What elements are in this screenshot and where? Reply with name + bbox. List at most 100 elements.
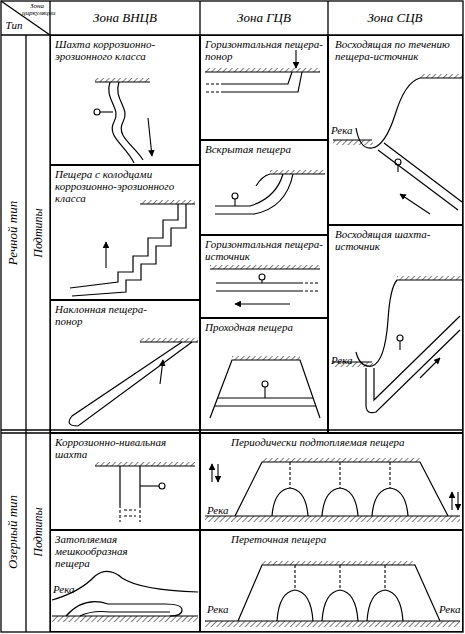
cave-type-cell: Восходящая по течению пещера-источникРек… — [328, 35, 463, 225]
flow-arrow — [235, 303, 290, 304]
cave-passage — [372, 488, 408, 516]
ground-hatching — [95, 462, 195, 466]
cave-passage — [272, 488, 308, 516]
cave-caption: Периодически подтопляемая пещера — [231, 436, 461, 448]
flow-arrow — [105, 242, 106, 268]
flow-arrow — [160, 360, 163, 384]
ground-hatching — [205, 68, 320, 72]
cave-passage — [215, 174, 293, 214]
cave-passage — [215, 398, 316, 406]
cave-passage — [109, 82, 134, 163]
observer-marker — [397, 165, 398, 172]
column-header: Зона СЦВ — [367, 11, 422, 25]
observer-marker — [264, 387, 265, 398]
river-label: Река — [439, 603, 465, 615]
ground-surface — [205, 71, 320, 72]
corner-header: Тип — [6, 20, 23, 32]
table-grid — [1, 429, 463, 430]
observer-marker — [399, 341, 400, 350]
corner-header: Зона циркуляции — [22, 3, 52, 18]
ground-surface — [356, 78, 462, 148]
dashed-continuation — [206, 84, 222, 92]
ground-hatching — [210, 265, 320, 269]
ground-hatching — [95, 68, 462, 565]
river-label: Река — [207, 603, 247, 615]
cave-type-cell: Вскрытая пещера — [200, 140, 328, 235]
water-hatching — [205, 516, 460, 522]
water-line — [205, 515, 460, 516]
cave-passage — [118, 82, 143, 160]
ground-surface — [140, 203, 195, 204]
cave-type-cell: Горизонтальная пещера-понор — [200, 35, 328, 140]
cave-caption: Шахта коррозионно-эрозионного класса — [55, 38, 195, 62]
observer-marker — [397, 335, 403, 341]
cave-caption: Коррозионно-нивальная шахта — [55, 436, 195, 460]
cave-caption: Вскрытая пещера — [205, 143, 325, 155]
cave-caption: Пещера с колодцами коррозионно-эрозионно… — [55, 168, 183, 204]
cave-caption: Горизонтальная пещера-понор — [205, 38, 325, 62]
dashed-continuation — [300, 283, 318, 291]
water-hatching — [333, 140, 373, 145]
dashed-continuation — [120, 505, 140, 522]
observer-marker — [234, 199, 235, 206]
cave-type-cell: Переточная пещераРека Река — [200, 530, 463, 632]
cave-type-cell: Горизонтальная пещера-источник — [200, 235, 328, 318]
row-subtype-label: Подтипы — [32, 208, 45, 257]
column-header: Зона ВНЦВ — [93, 11, 157, 25]
water-hatching — [52, 616, 198, 622]
river-label: Река — [331, 124, 371, 136]
cave-type-cell: Пещера с колодцами коррозионно-эрозионно… — [50, 165, 200, 300]
cave-type-cell: Периодически подтопляемая пещераРека — [200, 433, 463, 530]
table-grid — [199, 1, 200, 35]
observer-marker — [262, 381, 268, 387]
observer-marker — [232, 193, 238, 199]
water-hatching — [205, 621, 460, 627]
cave-type-cell: Восходящая шахта-источникРека — [328, 225, 463, 433]
ground-hatching — [140, 338, 198, 342]
ground-surface — [140, 341, 198, 342]
flow-arrow — [457, 492, 458, 510]
ground-surface — [52, 571, 198, 600]
cave-passage — [322, 590, 358, 621]
cave-passage — [69, 342, 192, 426]
observer-marker — [94, 109, 403, 489]
flow-arrow — [451, 492, 452, 510]
water-line — [333, 139, 372, 140]
dashed-continuation — [290, 462, 390, 488]
river-label: Река — [207, 504, 247, 516]
row-type-label: Озерный тип — [6, 495, 20, 569]
row-subtype-label: Подтипы — [32, 507, 45, 556]
cave-passage — [222, 72, 302, 92]
cave-caption: Затопляемая мешкообразная пещера — [55, 533, 165, 569]
observer-marker — [259, 274, 265, 280]
flow-arrow — [217, 464, 218, 482]
observer-marker — [94, 109, 100, 115]
cave-passage — [80, 612, 170, 617]
ground-surface — [356, 280, 462, 366]
flow-arrow — [148, 118, 152, 156]
cave-type-cell: Проходная пещера — [200, 318, 328, 433]
observer-marker — [100, 111, 113, 112]
flow-arrow — [295, 50, 296, 68]
cave-type-cell: Коррозионно-нивальная шахта — [50, 433, 200, 530]
table-grid — [327, 1, 328, 35]
dashed-continuation — [295, 565, 385, 590]
cave-caption: Переточная пещера — [231, 533, 431, 545]
cave-passage — [366, 316, 460, 413]
table-grid — [25, 35, 26, 632]
ground-surface — [95, 81, 150, 82]
cave-passage — [378, 143, 462, 210]
observer-marker — [395, 159, 401, 165]
row-type-label: Речной тип — [6, 201, 20, 265]
flow-arrow — [420, 358, 440, 378]
cave-passage — [367, 590, 403, 621]
observer-marker — [261, 280, 262, 283]
ground-surface — [210, 268, 320, 269]
cave-passage — [72, 204, 186, 296]
ground-hatching — [95, 78, 150, 82]
ground-hatching — [140, 200, 195, 204]
